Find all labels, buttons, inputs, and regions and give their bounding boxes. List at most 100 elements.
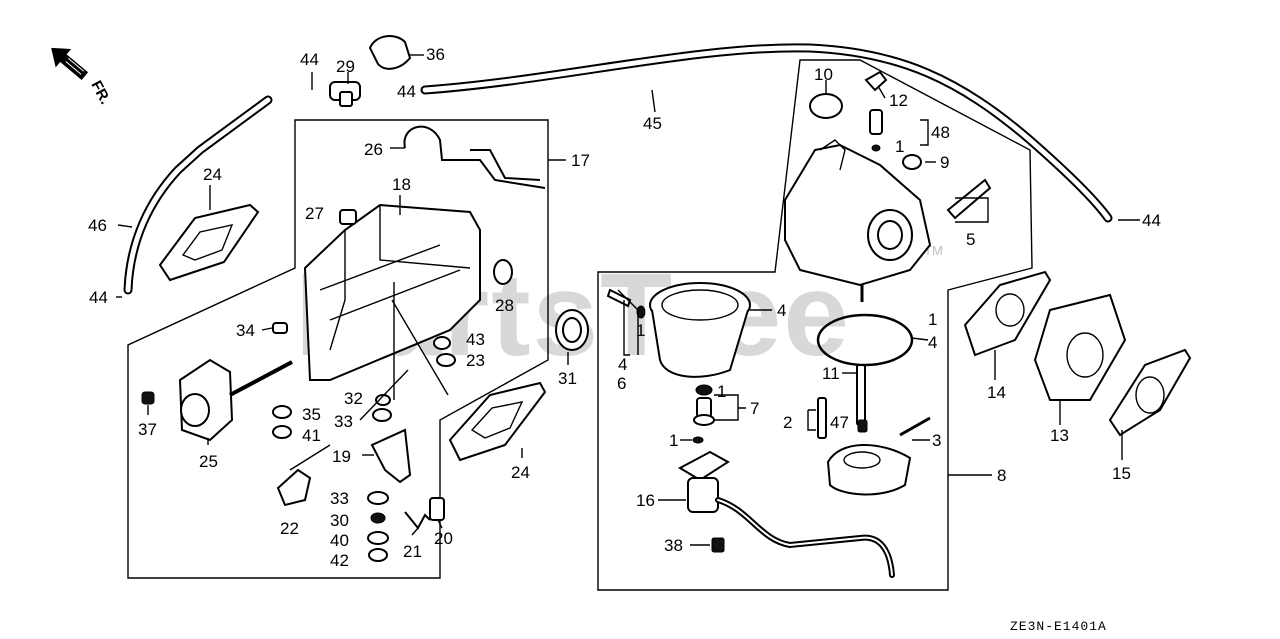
callout-31: 31	[558, 369, 577, 388]
callout-26: 26	[364, 140, 383, 159]
callout-labels: 44 29 36 44 45 10 12 48 1 9 5 44 24 46 4…	[88, 45, 1161, 570]
callout-13: 13	[1050, 426, 1069, 445]
fuel-strainer-25	[178, 358, 293, 442]
callout-48: 48	[931, 123, 950, 142]
cap-10	[809, 93, 843, 119]
screw-48	[869, 109, 883, 135]
washer-1-left	[636, 305, 646, 319]
callout-2: 2	[783, 413, 792, 432]
washer-42	[368, 548, 388, 562]
callout-33: 33	[334, 412, 353, 431]
callout-43: 43	[466, 330, 485, 349]
screw-9	[902, 154, 922, 170]
drain-bolt-7	[693, 384, 715, 426]
front-label: FR.	[87, 78, 113, 107]
washer-33-lower	[367, 491, 389, 505]
gasket-24-upper	[158, 203, 260, 282]
callout-25: 25	[199, 452, 218, 471]
gasket-15	[1108, 348, 1192, 437]
callout-42: 42	[330, 551, 349, 570]
callout-44: 44	[1142, 211, 1161, 230]
callout-37: 37	[138, 420, 157, 439]
leader-lines	[116, 54, 1140, 546]
callout-23: 23	[466, 351, 485, 370]
fuel-valve-29	[329, 81, 361, 107]
screw-37	[141, 391, 155, 405]
callout-36: 36	[426, 45, 445, 64]
callout-10: 10	[814, 65, 833, 84]
nut-34	[272, 322, 288, 334]
grommet-28	[493, 259, 513, 285]
callout-32: 32	[344, 389, 363, 408]
bolt-20	[429, 497, 445, 521]
callout-7: 7	[750, 399, 759, 418]
washer-33-upper	[372, 408, 392, 422]
front-arrow-icon	[51, 47, 89, 80]
washer-41	[272, 425, 292, 439]
callout-29: 29	[336, 57, 355, 76]
lever-12	[864, 70, 888, 92]
callout-1: 1	[669, 431, 678, 450]
assembly-boundaries	[127, 59, 1033, 591]
front-direction-marker: FR.	[51, 47, 114, 107]
callout-19: 19	[332, 447, 351, 466]
spring-21	[404, 511, 431, 530]
float-pin-3	[899, 416, 931, 437]
callout-47: 47	[830, 413, 849, 432]
callout-6: 6	[617, 374, 626, 393]
callout-38: 38	[664, 536, 683, 555]
fuel-hose-45	[420, 43, 1113, 223]
gasket-14	[963, 270, 1052, 357]
callout-24: 24	[511, 463, 530, 482]
callout-45: 45	[643, 114, 662, 133]
callout-44: 44	[397, 82, 416, 101]
solenoid-16	[677, 450, 895, 578]
callout-44: 44	[300, 50, 319, 69]
nut-27	[339, 209, 357, 225]
callout-44: 44	[89, 288, 108, 307]
callout-33: 33	[330, 489, 349, 508]
callout-35: 35	[302, 405, 321, 424]
bracket-19	[370, 428, 412, 484]
fuel-hose-46	[123, 95, 273, 295]
callout-1: 1	[717, 382, 726, 401]
holder-22	[276, 468, 312, 507]
pilot-screw-5	[946, 178, 992, 220]
jet-2	[817, 397, 827, 439]
gasket-24-lower	[448, 381, 547, 462]
callout-28: 28	[495, 296, 514, 315]
callout-21: 21	[403, 542, 422, 561]
callout-1: 1	[895, 137, 904, 156]
callout-4: 4	[777, 301, 786, 320]
callout-14: 14	[987, 383, 1006, 402]
callout-20: 20	[434, 529, 453, 548]
callout-24: 24	[203, 165, 222, 184]
callout-9: 9	[940, 153, 949, 172]
callout-11: 11	[822, 364, 840, 383]
screw-38	[711, 537, 725, 553]
callout-22: 22	[280, 519, 299, 538]
callout-18: 18	[392, 175, 411, 194]
callout-17: 17	[571, 151, 590, 170]
callout-8: 8	[997, 466, 1006, 485]
callout-46: 46	[88, 216, 107, 235]
washer-40	[367, 531, 389, 545]
nut-23	[436, 353, 456, 367]
callout-1: 1	[636, 321, 645, 340]
jet-47	[857, 419, 868, 433]
callout-4: 4	[618, 355, 627, 374]
callout-15: 15	[1112, 464, 1131, 483]
float-8	[826, 443, 912, 496]
washer-1-top	[871, 144, 881, 152]
air-cleaner-case-18	[303, 203, 481, 381]
callout-3: 3	[932, 431, 941, 450]
callout-4: 4	[928, 333, 937, 352]
diagram-code: ZE3N-E1401A	[1010, 619, 1107, 634]
callout-16: 16	[636, 491, 655, 510]
nozzle-11	[856, 364, 866, 426]
washer-35	[272, 405, 292, 419]
callout-12: 12	[889, 91, 908, 110]
washer-1-mid	[692, 436, 704, 444]
callout-41: 41	[302, 426, 321, 445]
